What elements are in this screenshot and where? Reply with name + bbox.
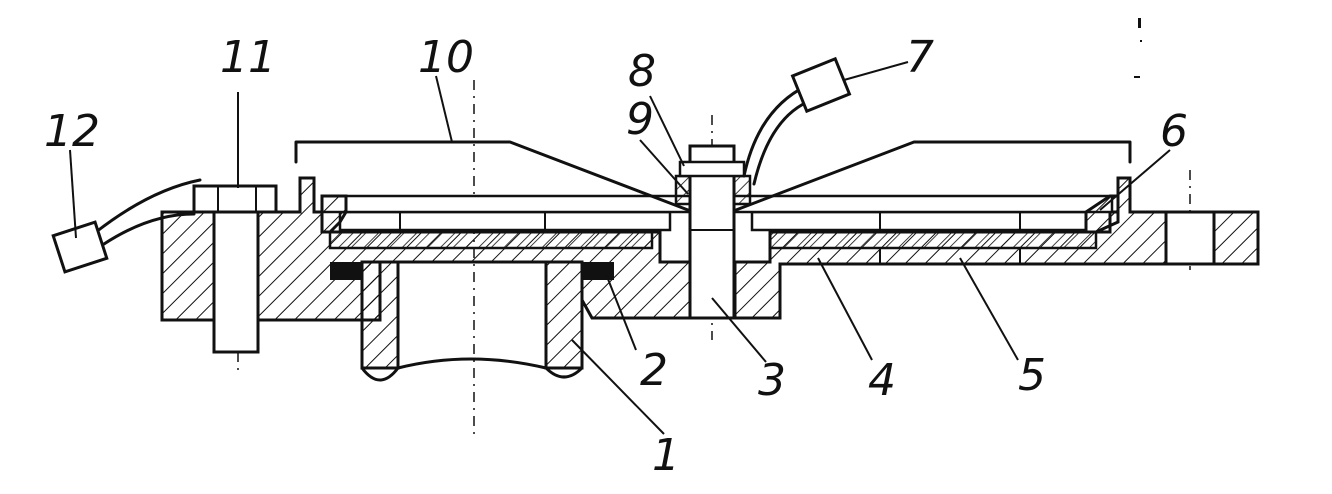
seal-right <box>582 262 614 280</box>
cable-left <box>94 178 202 246</box>
label-part-5: 5 <box>1018 350 1046 401</box>
seal-left <box>330 262 362 280</box>
bolt <box>192 184 278 354</box>
label-part-12: 12 <box>44 106 100 157</box>
label-part-3: 3 <box>758 355 786 406</box>
cover <box>294 140 1132 212</box>
label-part-9: 9 <box>626 94 654 145</box>
scan-specks <box>1134 18 1142 78</box>
central-pin <box>674 144 752 320</box>
label-part-11: 11 <box>220 32 276 83</box>
label-part-7: 7 <box>906 32 934 83</box>
label-part-10: 10 <box>418 32 474 83</box>
connector-left <box>51 220 109 274</box>
clamp-ring-right <box>1084 194 1120 234</box>
label-part-4: 4 <box>868 355 896 406</box>
leader-lines <box>69 61 1171 435</box>
label-part-8: 8 <box>628 46 656 97</box>
hub-shaft <box>360 260 584 382</box>
label-part-1: 1 <box>652 430 680 481</box>
connector-right <box>790 56 852 114</box>
clamp-ring-left <box>320 194 348 234</box>
label-part-6: 6 <box>1160 106 1188 157</box>
label-part-2: 2 <box>640 345 668 396</box>
